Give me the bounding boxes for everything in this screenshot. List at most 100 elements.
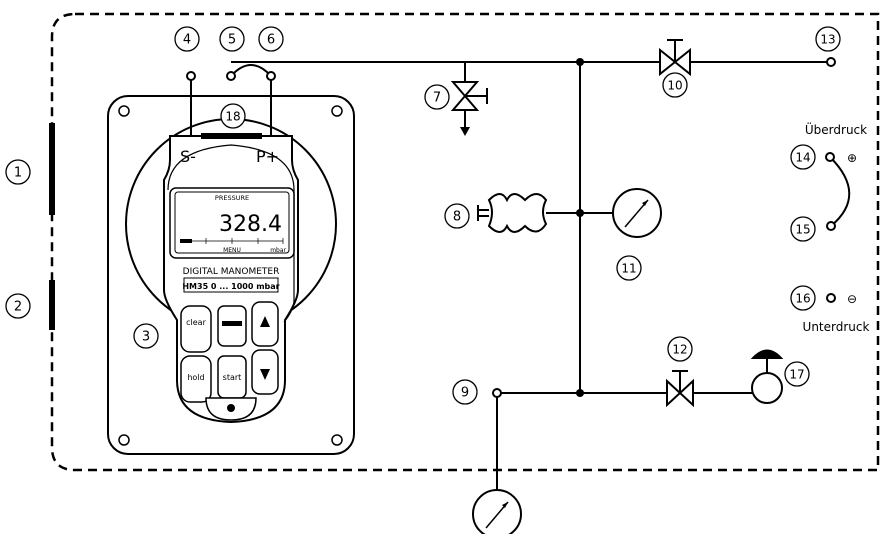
callout-number: 16 — [795, 292, 810, 306]
callout-5: 5 — [219, 26, 245, 52]
callout-circle — [174, 26, 200, 52]
callout-circle — [220, 103, 246, 129]
port-14-icon — [825, 152, 835, 162]
plate-screw-icon — [331, 105, 343, 117]
plate-screw-icon — [118, 105, 130, 117]
callout-number: 18 — [225, 110, 240, 124]
callout-circle — [452, 379, 478, 405]
port-5-icon — [226, 71, 236, 81]
callout-circle — [258, 26, 284, 52]
callout-circle — [133, 323, 159, 349]
callout-circle — [790, 144, 816, 170]
callout-circle — [662, 72, 688, 98]
vent-arrow-icon — [460, 127, 470, 136]
callout-9: 9 — [452, 379, 478, 405]
callout-circle — [790, 285, 816, 311]
callout-circle — [424, 84, 450, 110]
valve-10-icon — [659, 39, 691, 77]
digital-manometer: S- P+ PRESSURE 328.4 MENU mbar DIGITAL M… — [107, 95, 355, 455]
terminal-minus-label: S- — [180, 147, 196, 166]
callout-number: 8 — [453, 210, 461, 225]
display-screen — [174, 191, 290, 254]
callout-7: 7 — [424, 84, 450, 110]
callout-number: 13 — [820, 33, 835, 47]
bellows-icon — [477, 193, 548, 233]
display-bargraph-fill — [180, 239, 192, 243]
display-reading: 328.4 — [219, 212, 282, 237]
callout-number: 1 — [14, 166, 22, 181]
callout-6: 6 — [258, 26, 284, 52]
callout-12: 12 — [667, 336, 693, 362]
callout-number: 10 — [667, 79, 682, 93]
arrow-up-icon — [260, 316, 270, 327]
callout-number: 17 — [789, 368, 804, 382]
device-body-outline — [167, 144, 295, 323]
callout-circle — [790, 216, 816, 242]
display-bargraph-ticks — [205, 238, 284, 244]
display-title: PRESSURE — [215, 194, 249, 202]
valve-12-icon — [666, 370, 694, 408]
callout-18: 18 — [220, 103, 246, 129]
callout-circle — [219, 26, 245, 52]
plate-screw-icon — [118, 434, 130, 446]
piping — [231, 61, 851, 490]
hold-key[interactable] — [180, 355, 212, 403]
callout-8: 8 — [444, 203, 470, 229]
callout-circle — [784, 361, 810, 387]
pump-icon — [750, 349, 784, 404]
callout-circle — [5, 159, 31, 185]
callout-circle — [667, 336, 693, 362]
callout-2: 2 — [5, 293, 31, 319]
callout-circle — [616, 255, 642, 281]
callout-11: 11 — [616, 255, 642, 281]
model-range-box — [183, 277, 279, 293]
port-16-icon — [826, 293, 836, 303]
terminal-plus-label: P+ — [256, 147, 279, 166]
callout-14: 14 — [790, 144, 816, 170]
callout-16: 16 — [790, 285, 816, 311]
underpressure-label: Unterdruck — [803, 320, 870, 334]
callout-4: 4 — [174, 26, 200, 52]
model-title: DIGITAL MANOMETER — [183, 267, 280, 277]
callout-number: 11 — [621, 262, 636, 276]
callout-number: 3 — [142, 330, 150, 345]
valve-7-icon — [450, 81, 488, 111]
callout-number: 4 — [183, 33, 191, 48]
junction-dot — [576, 389, 584, 397]
port-4-icon — [186, 71, 196, 81]
clear-key-label: clear — [186, 318, 206, 327]
hold-key-label: hold — [187, 373, 204, 382]
callout-number: 5 — [228, 33, 236, 48]
callout-number: 2 — [14, 300, 22, 315]
callout-1: 1 — [5, 159, 31, 185]
clear-key[interactable] — [180, 305, 212, 353]
junction-dot — [576, 58, 584, 66]
enclosure-border — [50, 12, 880, 472]
callout-number: 15 — [795, 223, 810, 237]
display-unit-label: mbar — [270, 247, 286, 254]
display-menu-label: MENU — [223, 247, 241, 254]
junction-dot — [576, 209, 584, 217]
callout-circle — [444, 203, 470, 229]
port-6-icon — [266, 71, 276, 81]
arrow-down-icon — [260, 369, 270, 380]
callout-circle — [815, 26, 841, 52]
plate-screw-icon — [331, 434, 343, 446]
callout-circle — [5, 293, 31, 319]
port-13-icon — [826, 57, 836, 67]
port-15-icon — [826, 221, 836, 231]
callout-number: 12 — [672, 343, 687, 357]
external-gauge-icon — [472, 489, 522, 534]
model-range: HM35 0 ... 1000 mbar — [182, 282, 279, 291]
callout-number: 9 — [461, 386, 469, 401]
callout-number: 6 — [267, 33, 275, 48]
callout-3: 3 — [133, 323, 159, 349]
port-9-icon — [492, 388, 502, 398]
plus-symbol: ⊕ — [847, 151, 857, 165]
callout-number: 7 — [433, 91, 441, 106]
dot-icon — [227, 404, 235, 412]
gauge-11-icon — [612, 188, 662, 238]
callout-13: 13 — [815, 26, 841, 52]
